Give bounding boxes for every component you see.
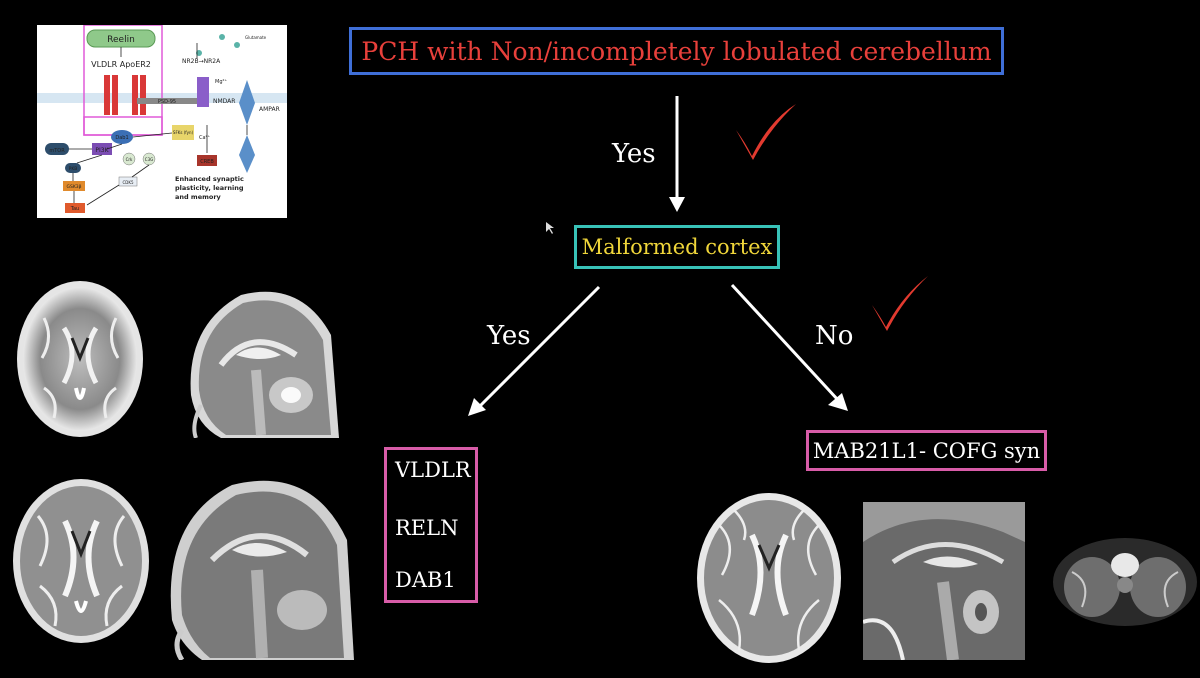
malformed-cortex-box: Malformed cortex xyxy=(574,225,780,269)
mri-axial-right xyxy=(694,490,844,666)
tau-label: Tau xyxy=(70,206,79,212)
arrow-cortex-to-genes xyxy=(468,285,601,416)
gene-vldlr: VLDLR xyxy=(395,458,471,482)
nr-label: NR2B→NR2A xyxy=(182,58,221,65)
enhanced-line-3: and memory xyxy=(175,193,222,201)
mouse-cursor-icon xyxy=(546,222,554,234)
psd-label: PSD-95 xyxy=(158,99,176,105)
mab21l1-text: MAB21L1- COFG syn xyxy=(812,438,1041,463)
malformed-cortex-text: Malformed cortex xyxy=(581,235,773,259)
mri-axial-cerebellum xyxy=(1052,537,1198,627)
no-right-label: No xyxy=(815,321,854,351)
enhanced-line-1: Enhanced synaptic xyxy=(175,175,244,183)
mri-sagittal-top xyxy=(181,285,339,438)
reelin-label: Reelin xyxy=(107,35,135,45)
mtor-label: mTOR xyxy=(49,148,65,154)
pi3k-label: PI3K xyxy=(95,147,109,154)
yes-left-label: Yes xyxy=(487,321,531,351)
crk-label: Crk xyxy=(126,157,133,162)
creb-label: CREB xyxy=(200,159,214,165)
arrow-title-to-cortex xyxy=(669,96,685,212)
genes-box: VLDLR RELN DAB1 xyxy=(384,447,478,603)
nmdar-label: NMDAR xyxy=(213,98,235,105)
title-box: PCH with Non/incompletely lobulated cere… xyxy=(349,27,1004,75)
enhanced-line-2: plasticity, learning xyxy=(175,184,244,192)
pathway-diagram: Reelin VLDLR ApoER2 PSD-95 NR2B→NR2A NMD… xyxy=(37,25,287,218)
mg-label: Mg²⁺ xyxy=(215,79,227,85)
yes-top-label: Yes xyxy=(612,139,656,169)
gene-dab1: DAB1 xyxy=(395,568,456,592)
mri-sagittal-right xyxy=(863,502,1025,660)
ca-label: Ca²⁺ xyxy=(199,135,211,141)
mri-axial-top-left xyxy=(14,278,146,440)
c3g-label: C3G xyxy=(145,157,153,162)
dab1-label: Dab1 xyxy=(115,135,128,141)
mri-axial-bottom-left xyxy=(10,476,152,646)
mab21l1-box: MAB21L1- COFG syn xyxy=(806,430,1047,471)
glutamate-label: Glutamate xyxy=(245,35,267,40)
mri-sagittal-bottom xyxy=(162,470,354,660)
sfks-label: SFKs (fyn) xyxy=(173,130,194,135)
gene-reln: RELN xyxy=(395,516,459,540)
checkmark-right-icon xyxy=(872,276,928,331)
checkmark-top-icon xyxy=(736,104,796,160)
pathway-svg: Reelin VLDLR ApoER2 PSD-95 NR2B→NR2A NMD… xyxy=(37,25,287,218)
title-text: PCH with Non/incompletely lobulated cere… xyxy=(361,36,992,66)
receptors-label: VLDLR ApoER2 xyxy=(91,60,151,69)
gsk-label: GSK3β xyxy=(66,184,81,190)
cdk5-label: CDK5 xyxy=(122,180,133,185)
ampar-label: AMPAR xyxy=(259,106,280,113)
pkb-label: PKB xyxy=(69,166,78,172)
